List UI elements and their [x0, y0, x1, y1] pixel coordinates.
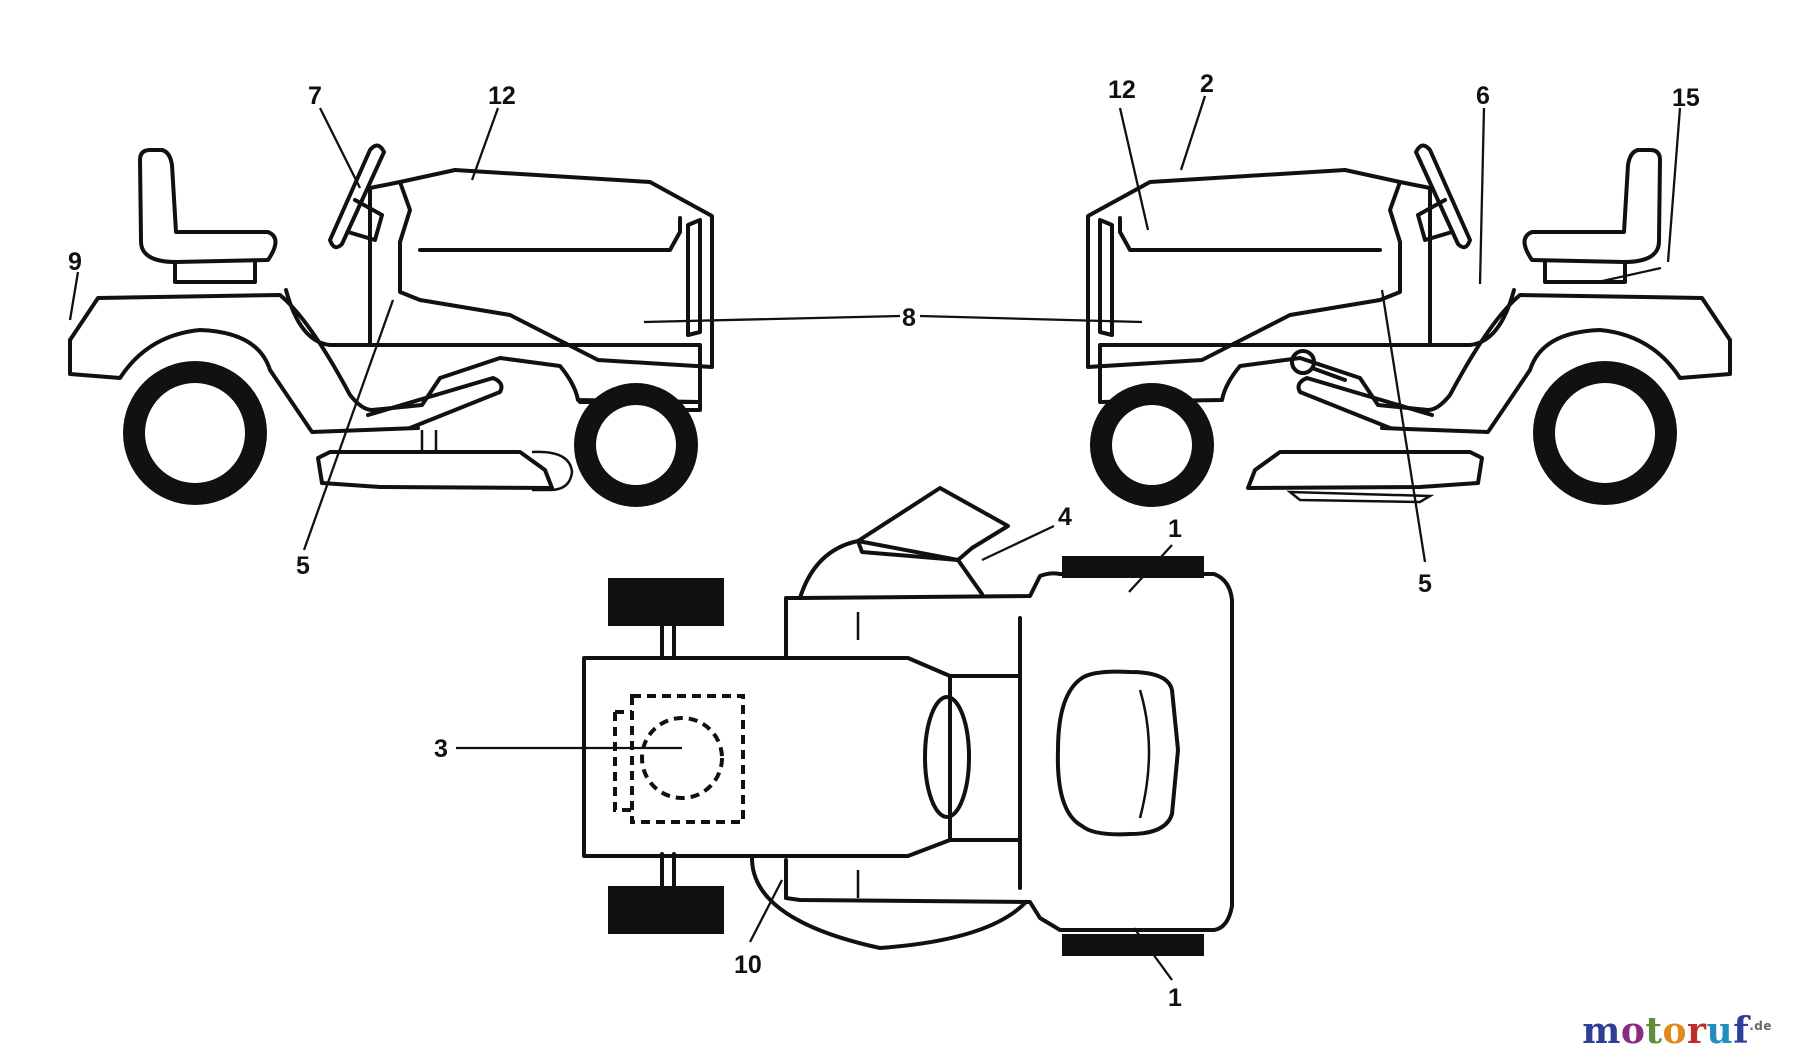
watermark-letter: m: [1582, 1010, 1621, 1052]
rear-wheel-left: [123, 361, 267, 505]
discharge-chute-top: [856, 486, 1010, 562]
mower-deck-left: [316, 450, 554, 490]
label-9: 9: [68, 248, 82, 276]
seat-right: [1522, 148, 1662, 264]
motoruf-watermark: motoruf.de: [1582, 1010, 1772, 1052]
hood-right: [1086, 168, 1402, 369]
watermark-letter: r: [1687, 1010, 1707, 1052]
rear-wheel-right: [1533, 361, 1677, 505]
label-5-left: 5: [296, 552, 310, 580]
front-wheel-top-lower: [608, 886, 724, 934]
label-15: 15: [1672, 84, 1700, 112]
leader-lines: [68, 95, 1682, 981]
watermark-letter: o: [1662, 1010, 1688, 1052]
seat-top: [1055, 669, 1180, 837]
rear-wheel-top-lower: [1062, 934, 1204, 956]
watermark-letter: u: [1706, 1010, 1734, 1052]
label-10: 10: [734, 951, 762, 979]
tractor-top-view: [582, 486, 1234, 956]
front-wheel-right: [1090, 383, 1214, 507]
label-12-left: 12: [488, 82, 516, 110]
label-7: 7: [308, 82, 322, 110]
rear-fender-left: [68, 288, 702, 412]
label-5-right: 5: [1418, 570, 1432, 598]
watermark-letter: t: [1645, 1010, 1663, 1052]
part-labels: 7 12 9 5 8 12 2 6 15 5 4 1 3 10 1: [68, 70, 1700, 1012]
label-1-bottom: 1: [1168, 984, 1182, 1012]
mower-deck-right: [1246, 450, 1484, 490]
watermark-letter: o: [1620, 1010, 1646, 1052]
seat-left: [138, 148, 278, 264]
tractor-left-side-view: [68, 143, 714, 507]
label-1-top: 1: [1168, 515, 1182, 543]
steering-wheel-right: [1414, 143, 1472, 250]
tractor-right-side-view: [1086, 143, 1732, 507]
steering-wheel-left: [328, 143, 386, 250]
label-3: 3: [434, 735, 448, 763]
engine-outline: [630, 694, 745, 824]
watermark-logo: motoruf: [1582, 1010, 1749, 1052]
label-4: 4: [1058, 503, 1072, 531]
watermark-suffix: .de: [1749, 1019, 1772, 1033]
front-wheel-top: [608, 578, 724, 626]
hood-top: [582, 656, 952, 858]
rear-fender-right: [1098, 288, 1732, 412]
front-wheel-left: [574, 383, 698, 507]
label-6: 6: [1476, 82, 1490, 110]
label-2: 2: [1200, 70, 1214, 98]
hood-left: [398, 168, 714, 369]
watermark-letter: f: [1733, 1010, 1750, 1052]
label-12-right: 12: [1108, 76, 1136, 104]
label-8: 8: [902, 304, 916, 332]
